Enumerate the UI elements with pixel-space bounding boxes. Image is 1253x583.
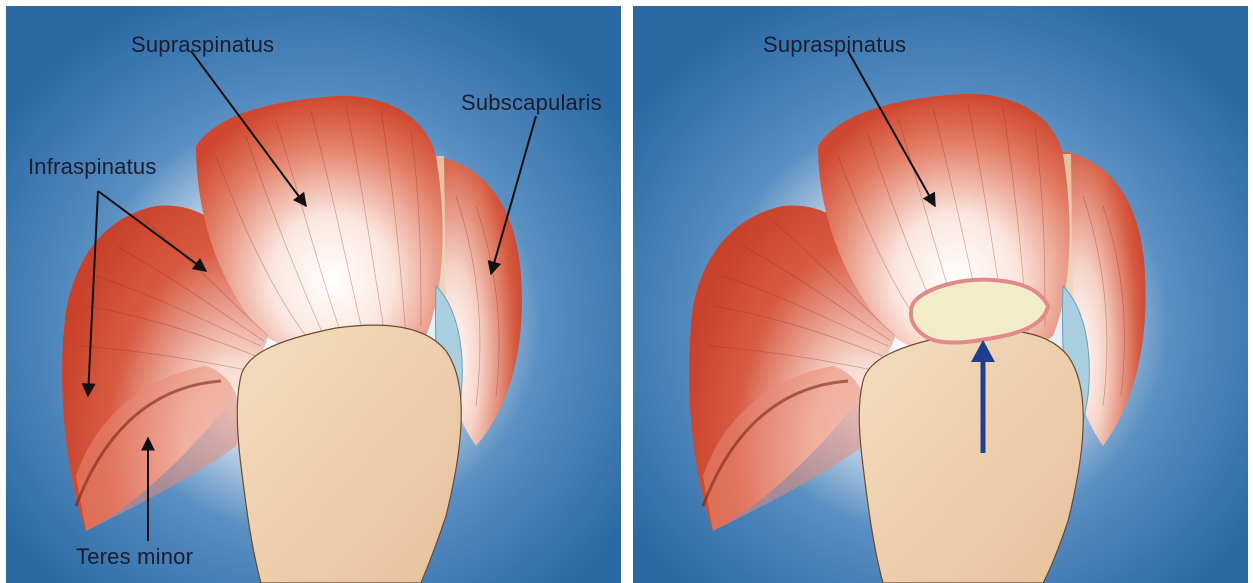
humerus-bone [859, 330, 1083, 583]
humerus-bone [237, 325, 461, 583]
shoulder-illustration-torn [633, 6, 1248, 583]
diagram-left-panel: Supraspinatus Subscapularis Infraspinatu… [6, 6, 621, 583]
label-supraspinatus: Supraspinatus [763, 32, 906, 58]
label-supraspinatus: Supraspinatus [131, 32, 274, 58]
label-infraspinatus: Infraspinatus [28, 154, 157, 180]
label-subscapularis: Subscapularis [461, 90, 602, 116]
label-teres-minor: Teres minor [76, 544, 193, 570]
diagram-right-panel: Supraspinatus [633, 6, 1248, 583]
